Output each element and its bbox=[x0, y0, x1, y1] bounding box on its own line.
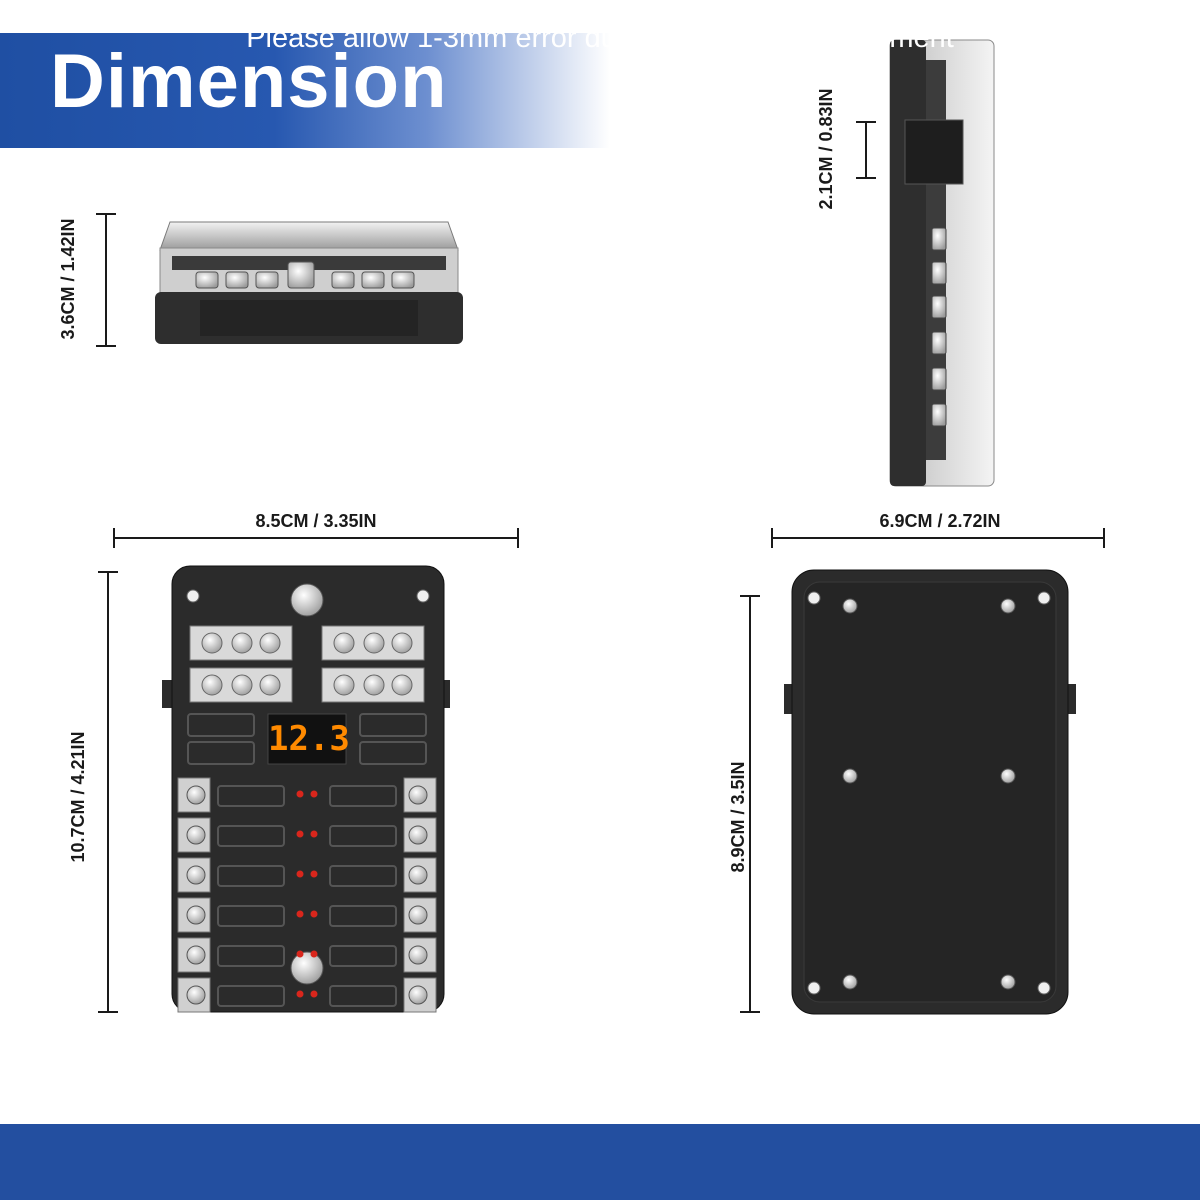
fuse-slot-right bbox=[329, 985, 397, 1007]
terminal-screw-left bbox=[186, 985, 206, 1005]
back-length-label: 8.9CM / 3.5IN bbox=[728, 761, 748, 873]
footer-banner bbox=[0, 1124, 1200, 1200]
terminal-screw-right bbox=[408, 785, 428, 805]
top-length-dim-line bbox=[98, 571, 118, 1013]
voltage-display-readout: 12.3 bbox=[268, 719, 350, 759]
led-indicator-right bbox=[310, 990, 318, 998]
fuse-slot-right bbox=[329, 825, 397, 847]
page-title: Dimension bbox=[50, 39, 448, 124]
fuse-slot-left bbox=[217, 905, 285, 927]
fuse-slot-right bbox=[329, 785, 397, 807]
header-banner bbox=[0, 33, 610, 148]
side-thickness-label: 2.1CM / 0.83IN bbox=[816, 88, 836, 210]
footer-note: Please allow 1-3mm error due to manual m… bbox=[246, 22, 954, 54]
fuse-slot-right bbox=[329, 945, 397, 967]
top-view bbox=[162, 565, 450, 1013]
terminal-screw-left bbox=[186, 825, 206, 845]
led-indicator-right bbox=[310, 870, 318, 878]
top-length-label: 10.7CM / 4.21IN bbox=[68, 731, 88, 863]
side-view bbox=[889, 39, 995, 487]
fuse-slot-left bbox=[217, 785, 285, 807]
led-indicator-left bbox=[296, 950, 304, 958]
led-indicator-right bbox=[310, 830, 318, 838]
led-indicator-right bbox=[310, 950, 318, 958]
terminal-screw-right bbox=[408, 985, 428, 1005]
led-indicator-left bbox=[296, 830, 304, 838]
led-indicator-left bbox=[296, 870, 304, 878]
front-height-label: 3.6CM / 1.42IN bbox=[58, 218, 78, 340]
led-indicator-left bbox=[296, 990, 304, 998]
led-indicator-right bbox=[310, 790, 318, 798]
fuse-slot-right bbox=[329, 905, 397, 927]
terminal-screw-right bbox=[408, 945, 428, 965]
back-width-label: 6.9CM / 2.72IN bbox=[879, 511, 1001, 531]
fuse-slot-left bbox=[217, 985, 285, 1007]
terminal-screw-right bbox=[408, 825, 428, 845]
top-width-dim-line bbox=[113, 528, 519, 548]
fuse-slot-right bbox=[329, 865, 397, 887]
terminal-screw-right bbox=[408, 905, 428, 925]
side-thickness-dim-line bbox=[856, 121, 876, 179]
back-view bbox=[784, 569, 1076, 1015]
front-view bbox=[155, 221, 463, 344]
top-width-label: 8.5CM / 3.35IN bbox=[255, 511, 377, 531]
terminal-screw-left bbox=[186, 945, 206, 965]
fuse-slot-left bbox=[217, 865, 285, 887]
front-height-dim-line bbox=[96, 213, 116, 347]
back-width-dim-line bbox=[771, 528, 1105, 548]
terminal-screw-left bbox=[186, 905, 206, 925]
terminal-screw-left bbox=[186, 865, 206, 885]
led-indicator-right bbox=[310, 910, 318, 918]
fuse-slot-left bbox=[217, 825, 285, 847]
led-indicator-left bbox=[296, 790, 304, 798]
led-indicator-left bbox=[296, 910, 304, 918]
terminal-screw-right bbox=[408, 865, 428, 885]
fuse-slot-left bbox=[217, 945, 285, 967]
back-length-dim-line bbox=[740, 595, 760, 1013]
terminal-screw-left bbox=[186, 785, 206, 805]
